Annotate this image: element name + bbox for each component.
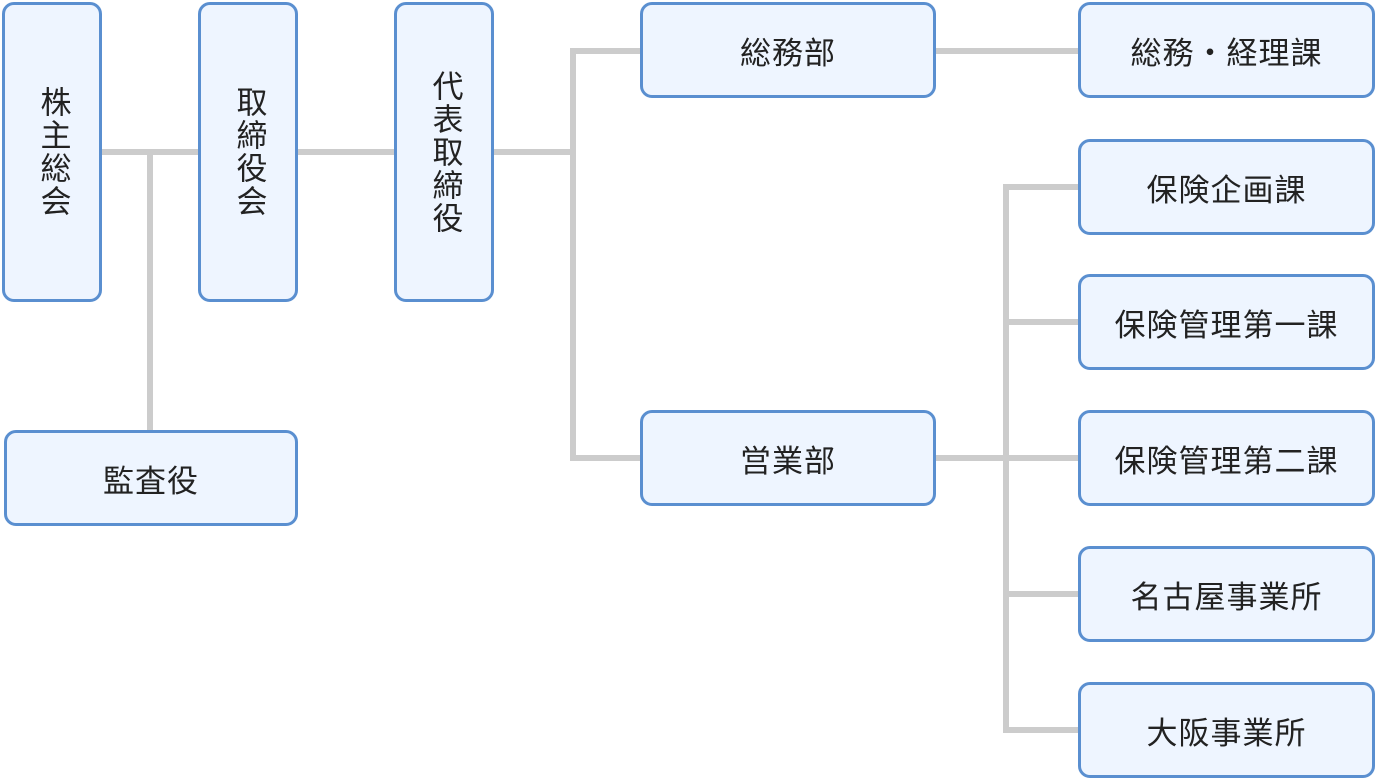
insurance-management-section-2-box: 保険管理第二課 [1078, 410, 1375, 506]
auditor-box: 監査役 [4, 430, 298, 526]
insurance-management-section-1-box: 保険管理第一課 [1078, 274, 1375, 370]
nagoya-office-box: 名古屋事業所 [1078, 546, 1375, 642]
sales-dept-box: 営業部 [640, 410, 936, 506]
osaka-office-box: 大阪事業所 [1078, 682, 1375, 778]
insurance-planning-section-box: 保険企画課 [1078, 139, 1375, 235]
general-affairs-accounting-section-box: 総務・経理課 [1078, 2, 1375, 98]
board-of-directors-box: 取締役会 [198, 2, 298, 302]
shareholders-meeting-box: 株主総会 [2, 2, 102, 302]
general-affairs-dept-box: 総務部 [640, 2, 936, 98]
representative-director-box: 代表取締役 [394, 2, 494, 302]
